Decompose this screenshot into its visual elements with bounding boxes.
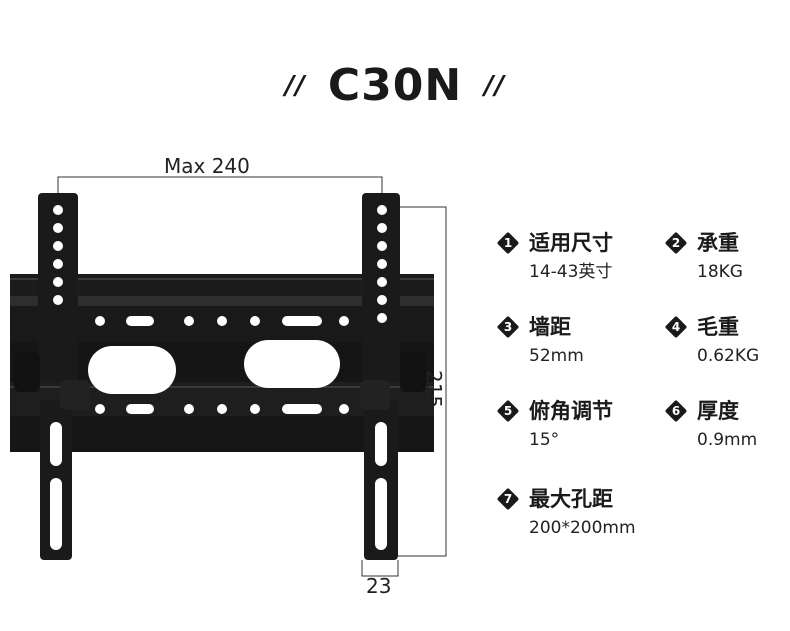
width-label: Max 240 <box>164 154 250 178</box>
number-badge-icon: 1 <box>496 231 520 255</box>
spec-label: 墙距 <box>529 315 571 339</box>
spec-label: 最大孔距 <box>529 487 613 511</box>
left-arm <box>14 193 90 560</box>
spec-value: 0.9mm <box>697 430 758 450</box>
number-badge-icon: 5 <box>496 399 520 423</box>
product-model: C30N <box>327 60 463 111</box>
spec-value: 15° <box>529 430 560 450</box>
spec-value: 0.62KG <box>697 346 760 366</box>
spec-value: 52mm <box>529 346 584 366</box>
bracket-illustration <box>10 176 447 577</box>
spec-item: 4 毛重 0.62KG <box>664 314 790 368</box>
spec-item: 7 最大孔距 200*200mm <box>496 486 697 540</box>
spec-item: 5 俯角调节 15° <box>496 398 657 452</box>
number-badge-icon: 2 <box>664 231 688 255</box>
title-decor-left: // <box>284 71 306 101</box>
title-decor-right: // <box>484 71 506 101</box>
spec-item: 3 墙距 52mm <box>496 314 657 368</box>
bracket-diagram: Max 240 215 23 <box>10 154 447 598</box>
spec-item: 1 适用尺寸 14-43英寸 <box>496 230 657 284</box>
product-title: // C30N // <box>0 60 790 111</box>
spec-label: 适用尺寸 <box>529 231 613 255</box>
depth-dimension-line <box>361 560 399 577</box>
spec-label: 毛重 <box>697 315 739 339</box>
dimension-lines <box>57 176 447 577</box>
width-dimension-line <box>57 176 383 195</box>
spec-value: 200*200mm <box>529 518 636 538</box>
depth-label: 23 <box>366 574 392 598</box>
spec-label: 厚度 <box>697 399 739 423</box>
spec-item: 6 厚度 0.9mm <box>664 398 790 452</box>
number-badge-icon: 7 <box>496 487 520 511</box>
height-dimension-line <box>398 206 447 557</box>
spec-value: 14-43英寸 <box>529 262 613 282</box>
right-arm <box>360 193 426 560</box>
number-badge-icon: 3 <box>496 315 520 339</box>
spec-label: 承重 <box>697 231 739 255</box>
wall-plate <box>10 274 434 452</box>
number-badge-icon: 6 <box>664 399 688 423</box>
height-label: 215 <box>422 370 446 409</box>
spec-item: 2 承重 18KG <box>664 230 790 284</box>
spec-label: 俯角调节 <box>529 399 613 423</box>
number-badge-icon: 4 <box>664 315 688 339</box>
spec-value: 18KG <box>697 262 743 282</box>
